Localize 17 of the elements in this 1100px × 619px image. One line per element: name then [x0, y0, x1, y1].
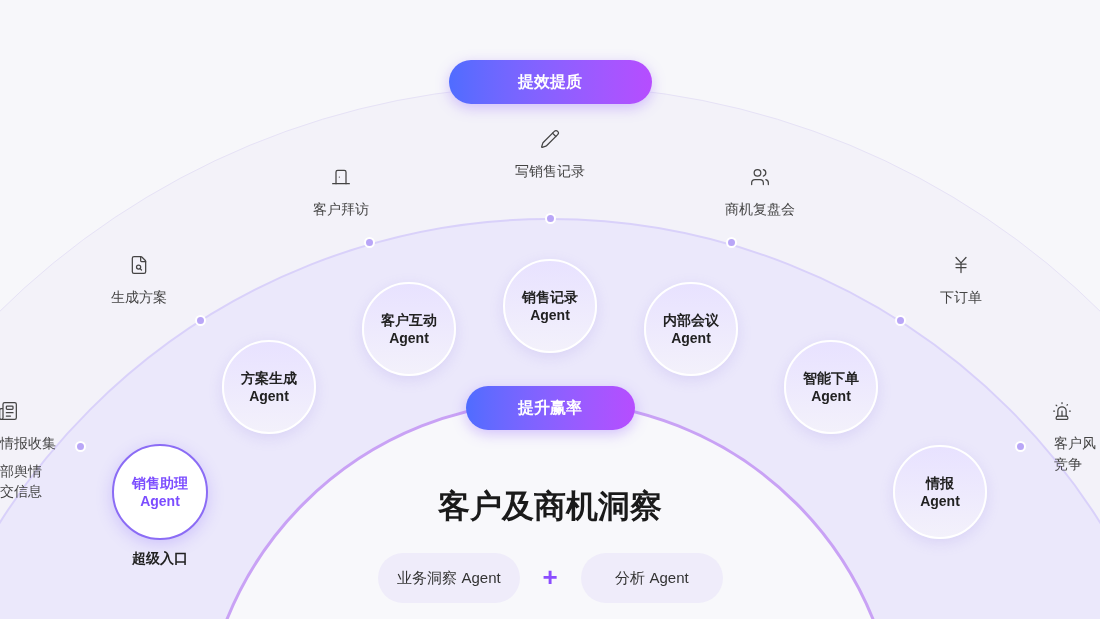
agent-pill: 业务洞察 Agent [378, 553, 520, 603]
activity-label: 写销售记录 [515, 162, 585, 181]
plus-sign: + [542, 562, 558, 592]
heading-pill: 提升赢率 [465, 386, 635, 430]
node-caption: 超级入口 [132, 549, 188, 568]
heading-pill: 提效提质 [448, 60, 652, 104]
agent-pill: 分析 Agent [581, 553, 723, 603]
activity-label: 下订单 [940, 288, 982, 307]
activity-label: 部舆情 [0, 462, 42, 481]
activity-label: 情报收集 [0, 434, 56, 453]
activity-label: 客户风 [1054, 434, 1096, 453]
activity-label: 生成方案 [111, 288, 167, 307]
activity-label: 竞争 [1054, 455, 1082, 474]
activity-label: 交信息 [0, 482, 42, 501]
activity-label: 商机复盘会 [725, 200, 795, 219]
section-title: 客户及商机洞察 [438, 487, 662, 526]
activity-label: 客户拜访 [313, 200, 369, 219]
